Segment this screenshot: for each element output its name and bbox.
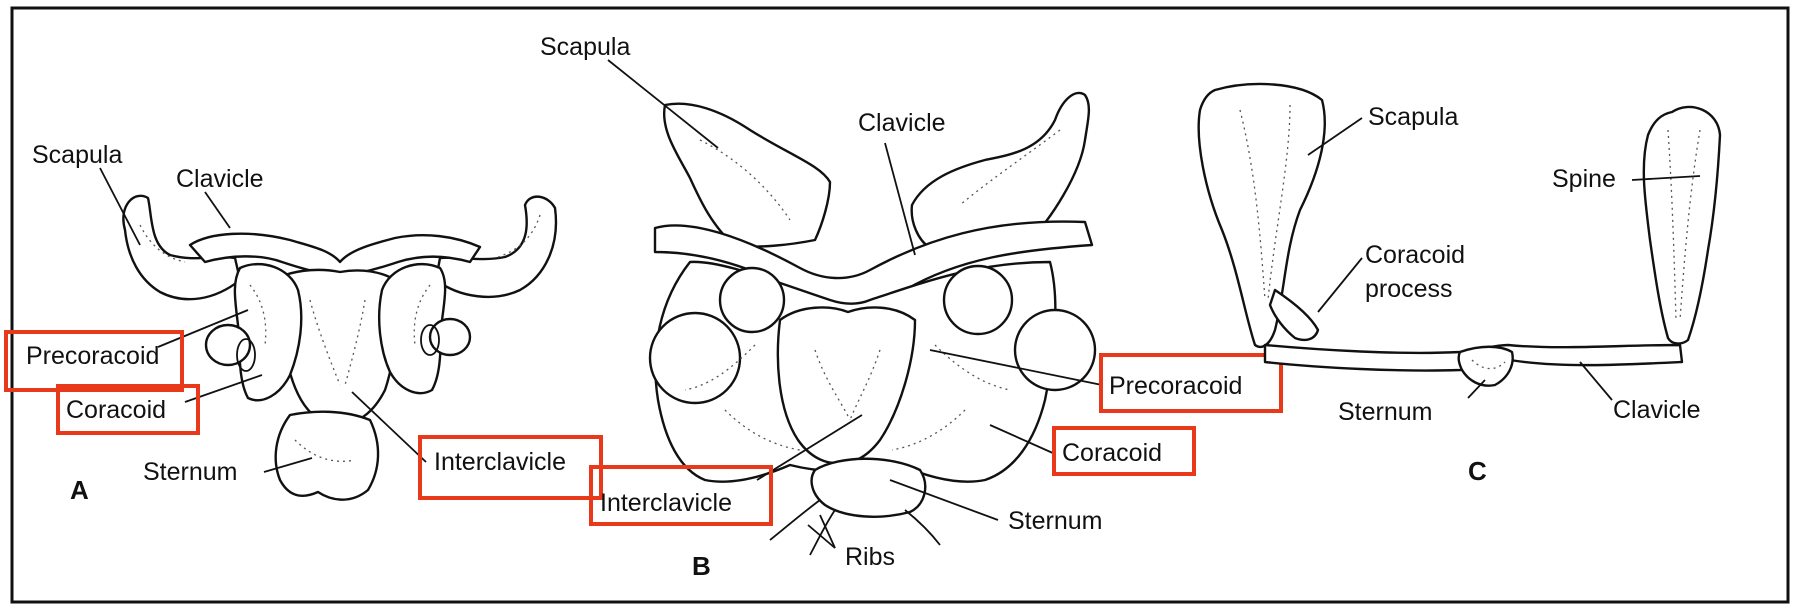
b-clavicle-label: Clavicle	[858, 109, 946, 137]
panel-b-letter: B	[692, 551, 711, 581]
b-coracoid-label: Coracoid	[1062, 439, 1162, 467]
c-scapula-label: Scapula	[1368, 103, 1458, 131]
a-sternum-label: Sternum	[143, 458, 237, 486]
a-interclavicle-label: Interclavicle	[434, 448, 566, 476]
c-clavicle-label: Clavicle	[1613, 396, 1701, 424]
panel-a-letter: A	[70, 475, 89, 505]
c-coracoid-process-label-1: Coracoid	[1365, 241, 1465, 269]
a-precoracoid-label: Precoracoid	[26, 342, 159, 370]
b-ribs-label: Ribs	[845, 543, 895, 571]
panel-b-illustration	[650, 93, 1095, 555]
b-sternum-label: Sternum	[1008, 507, 1102, 535]
panel-c-illustration	[1199, 84, 1720, 386]
b-precoracoid-label: Precoracoid	[1109, 372, 1242, 400]
c-coracoid-process-label-2: process	[1365, 275, 1453, 303]
panel-c-letter: C	[1468, 456, 1487, 486]
c-spine-label: Spine	[1552, 165, 1616, 193]
a-clavicle-label: Clavicle	[176, 165, 264, 193]
b-interclavicle-label: Interclavicle	[600, 489, 732, 517]
b-scapula-label: Scapula	[540, 33, 630, 61]
c-sternum-label: Sternum	[1338, 398, 1432, 426]
a-coracoid-label: Coracoid	[66, 396, 166, 424]
a-scapula-label: Scapula	[32, 141, 122, 169]
